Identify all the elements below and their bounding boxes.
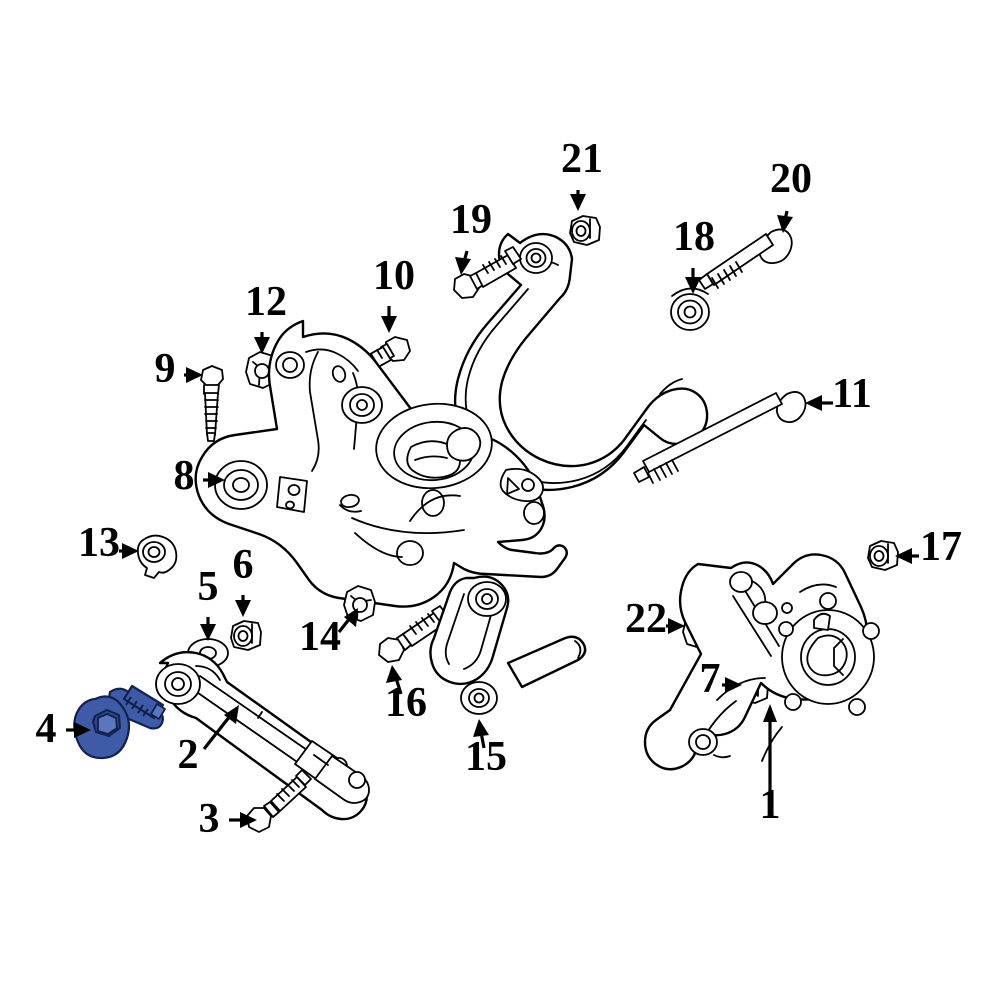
callout-label-21: 21	[561, 136, 603, 182]
callout-label-4: 4	[36, 706, 57, 752]
callout-label-19: 19	[450, 197, 492, 243]
part-13-cam-nut[interactable]	[136, 534, 178, 579]
callout-label-13: 13	[78, 520, 120, 566]
callout-label-8: 8	[174, 453, 195, 499]
part-21-nut[interactable]	[569, 215, 601, 246]
callout-label-1: 1	[760, 782, 781, 828]
callout-label-18: 18	[673, 214, 715, 260]
part-1-steering-knuckle[interactable]	[643, 553, 880, 771]
leader-lines	[66, 190, 919, 828]
part-6-nut[interactable]	[230, 620, 262, 651]
callout-label-6: 6	[233, 542, 254, 588]
part-4-flange-bolt-highlighted[interactable]	[73, 684, 166, 760]
callout-label-15: 15	[465, 734, 507, 780]
part-16-flange-bolt[interactable]	[378, 605, 450, 663]
callout-label-10: 10	[373, 253, 415, 299]
part-19-flange-bolt[interactable]	[453, 246, 522, 299]
callout-label-7: 7	[700, 656, 721, 702]
callout-label-5: 5	[198, 564, 219, 610]
callout-label-22: 22	[625, 596, 667, 642]
callout-label-12: 12	[245, 279, 287, 325]
callout-label-2: 2	[178, 732, 199, 778]
callout-label-16: 16	[385, 680, 427, 726]
callout-label-11: 11	[832, 371, 872, 417]
part-17-nut[interactable]	[867, 540, 899, 571]
callout-label-3: 3	[199, 796, 220, 842]
part-15-toe-link[interactable]	[429, 575, 587, 715]
callout-label-20: 20	[770, 156, 812, 202]
callout-label-9: 9	[155, 346, 176, 392]
part-11-long-through-bolt[interactable]	[633, 391, 807, 484]
part-2-lateral-control-arm[interactable]	[155, 650, 370, 821]
callout-label-17: 17	[920, 524, 962, 570]
part-8-lower-control-arm[interactable]	[194, 319, 568, 608]
callout-label-14: 14	[299, 614, 341, 660]
part-18-upper-control-arm[interactable]	[453, 232, 710, 492]
callout-labels: 1 2 3 4 5 6 7 8 9 10 11 12 13 14 15 16 1…	[36, 136, 963, 842]
part-9-bolt[interactable]	[200, 365, 224, 442]
part-3-flange-bolt[interactable]	[246, 769, 312, 833]
part-20-long-bolt[interactable]	[698, 228, 793, 290]
